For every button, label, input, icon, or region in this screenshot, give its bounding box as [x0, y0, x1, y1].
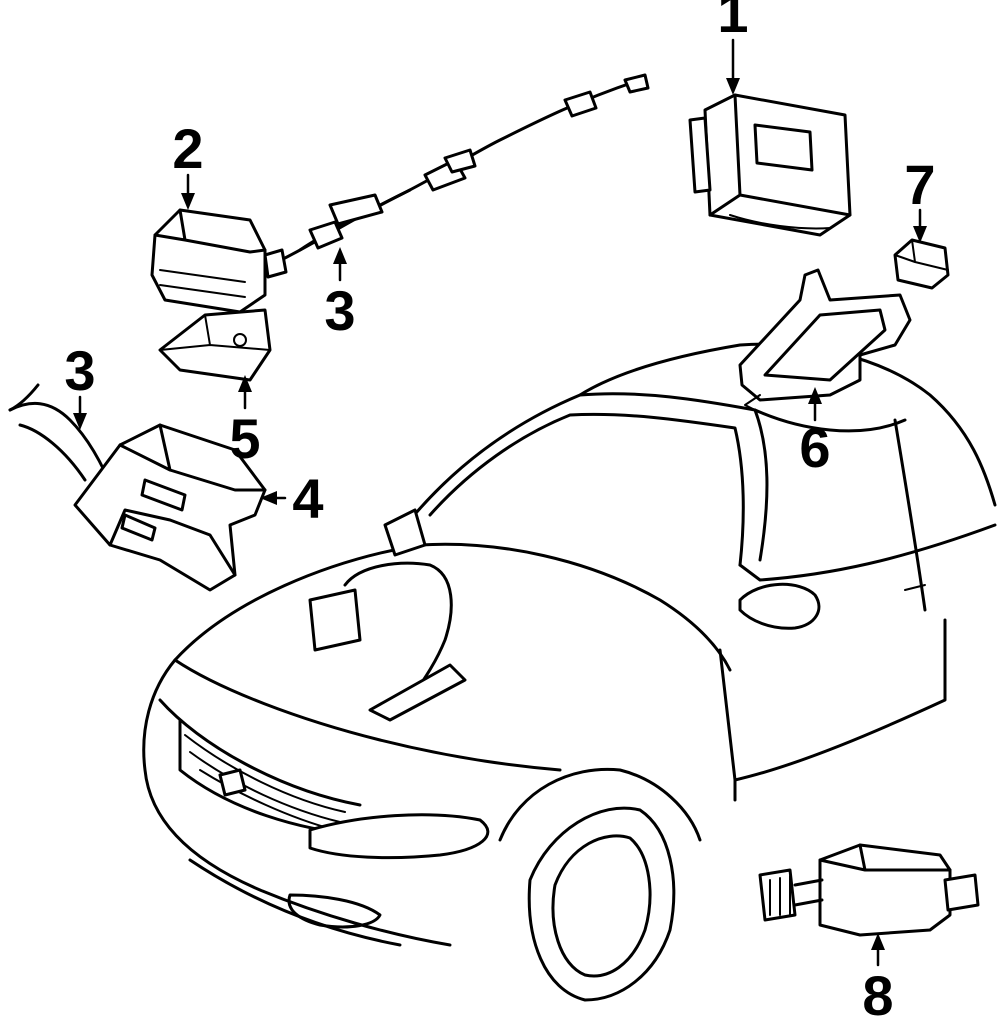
part-8-sensor [758, 843, 980, 937]
callout-6: 6 [799, 387, 831, 479]
door-handle [904, 584, 926, 591]
callout-label-6: 6 [799, 416, 830, 479]
callout-label-5: 5 [229, 407, 260, 470]
callout-5: 5 [229, 375, 261, 470]
seatbelt-harness [343, 561, 453, 702]
car-windshield [408, 392, 769, 567]
car-illustration [142, 342, 997, 1002]
callout-3-upper: 3 [324, 247, 356, 342]
callout-3-lower: 3 [64, 339, 96, 430]
fog-light [287, 893, 382, 929]
part-1-control-module [688, 93, 852, 237]
part-2-sensor [150, 208, 288, 314]
callout-label-4: 4 [292, 467, 323, 530]
car-hood [173, 542, 732, 772]
car-grille [184, 734, 346, 831]
part-3-harness-upper [283, 73, 650, 260]
front-wheel [498, 767, 702, 1002]
car-front-bumper [142, 658, 452, 947]
callout-label-7: 7 [904, 153, 935, 216]
callout-2: 2 [172, 117, 204, 210]
callout-label-3-lower: 3 [64, 339, 95, 402]
part-6-bracket [738, 268, 912, 411]
callout-4: 4 [260, 467, 324, 530]
pillar-module [383, 508, 427, 557]
side-mirror [738, 582, 821, 630]
part-4-sensor-mount [73, 423, 267, 592]
part-7-relay [893, 238, 950, 290]
mount-bolt [120, 478, 187, 542]
callout-1: 1 [717, 0, 749, 95]
grille-emblem [218, 768, 247, 797]
seatbelt-buckle [368, 663, 467, 722]
callout-label-8: 8 [862, 964, 893, 1023]
callout-7: 7 [904, 153, 936, 243]
callout-label-2: 2 [172, 117, 203, 180]
callout-8: 8 [862, 933, 894, 1023]
callout-label-1: 1 [717, 0, 748, 44]
callout-label-3-upper: 3 [324, 279, 355, 342]
car-side [718, 408, 997, 802]
part-5-bracket [158, 308, 272, 382]
harness-connector [308, 588, 362, 652]
headlight [308, 813, 490, 860]
